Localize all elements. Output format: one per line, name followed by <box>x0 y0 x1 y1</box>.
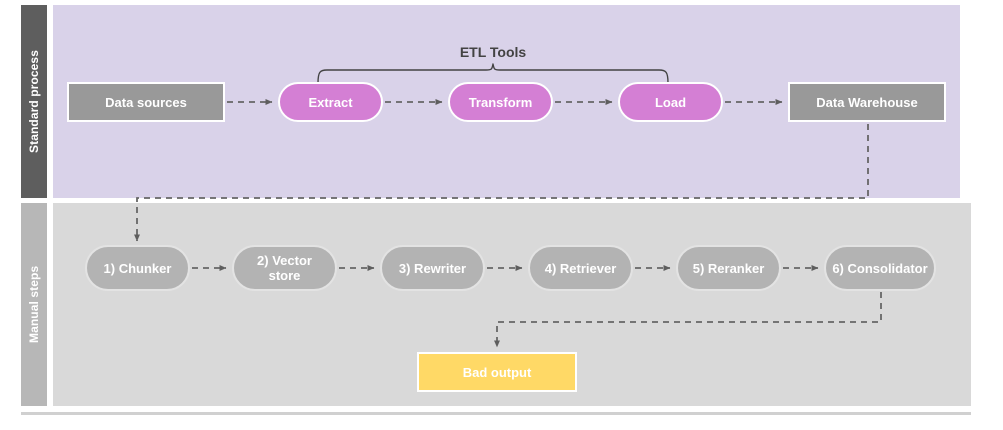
node-consolidator[interactable]: 6) Consolidator <box>824 245 936 291</box>
node-bad-output-label: Bad output <box>462 364 532 380</box>
node-chunker[interactable]: 1) Chunker <box>85 245 190 291</box>
node-data-sources-label: Data sources <box>105 94 187 110</box>
node-chunker-label: 1) Chunker <box>103 260 172 276</box>
etl-tools-label: ETL Tools <box>459 44 527 60</box>
node-retriever[interactable]: 4) Retriever <box>528 245 633 291</box>
node-load[interactable]: Load <box>618 82 723 122</box>
node-data-warehouse-label: Data Warehouse <box>816 94 918 110</box>
node-transform[interactable]: Transform <box>448 82 553 122</box>
node-data-warehouse[interactable]: Data Warehouse <box>788 82 946 122</box>
node-load-label: Load <box>654 94 687 110</box>
node-transform-label: Transform <box>468 94 533 110</box>
node-reranker-label: 5) Reranker <box>692 260 765 276</box>
lane-header-manual-steps-label: Manual steps <box>27 265 41 344</box>
node-extract[interactable]: Extract <box>278 82 383 122</box>
lane-header-standard-process: Standard process <box>21 5 47 198</box>
node-rewriter-label: 3) Rewriter <box>398 260 467 276</box>
node-rewriter[interactable]: 3) Rewriter <box>380 245 485 291</box>
node-reranker[interactable]: 5) Reranker <box>676 245 781 291</box>
node-data-sources[interactable]: Data sources <box>67 82 225 122</box>
bottom-divider-rule <box>21 412 971 415</box>
node-extract-label: Extract <box>308 94 353 110</box>
lane-header-standard-process-label: Standard process <box>27 50 41 153</box>
node-vector-store[interactable]: 2) Vector store <box>232 245 337 291</box>
node-vector-store-label: 2) Vector store <box>257 253 312 283</box>
node-bad-output[interactable]: Bad output <box>417 352 577 392</box>
lane-header-manual-steps: Manual steps <box>21 203 47 406</box>
node-retriever-label: 4) Retriever <box>544 260 617 276</box>
node-consolidator-label: 6) Consolidator <box>832 260 928 276</box>
